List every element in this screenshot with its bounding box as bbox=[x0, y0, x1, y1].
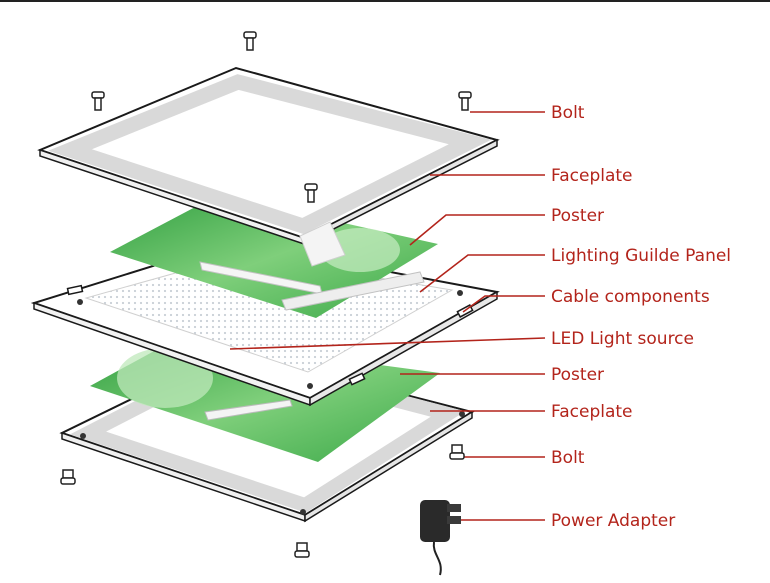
faceplate-top-shape bbox=[37, 66, 500, 267]
label-power-adapter: Power Adapter bbox=[551, 511, 676, 531]
bolt-icon bbox=[60, 31, 472, 558]
power-adapter-icon bbox=[420, 500, 461, 576]
poster-top-shape bbox=[110, 195, 438, 318]
leader-lines bbox=[229, 111, 546, 521]
label-lighting-guide-panel: Lighting Guilde Panel bbox=[551, 246, 732, 266]
label-faceplate-bottom: Faceplate bbox=[551, 402, 633, 422]
label-faceplate-top: Faceplate bbox=[551, 166, 633, 186]
label-cable-components: Cable components bbox=[551, 287, 710, 307]
label-led-light-source: LED Light source bbox=[551, 329, 694, 349]
top-border-line bbox=[0, 0, 770, 2]
label-bolt-bottom: Bolt bbox=[551, 448, 585, 468]
label-bolt-top: Bolt bbox=[551, 103, 585, 123]
label-poster-bottom: Poster bbox=[551, 365, 605, 385]
label-poster-top: Poster bbox=[551, 206, 605, 226]
